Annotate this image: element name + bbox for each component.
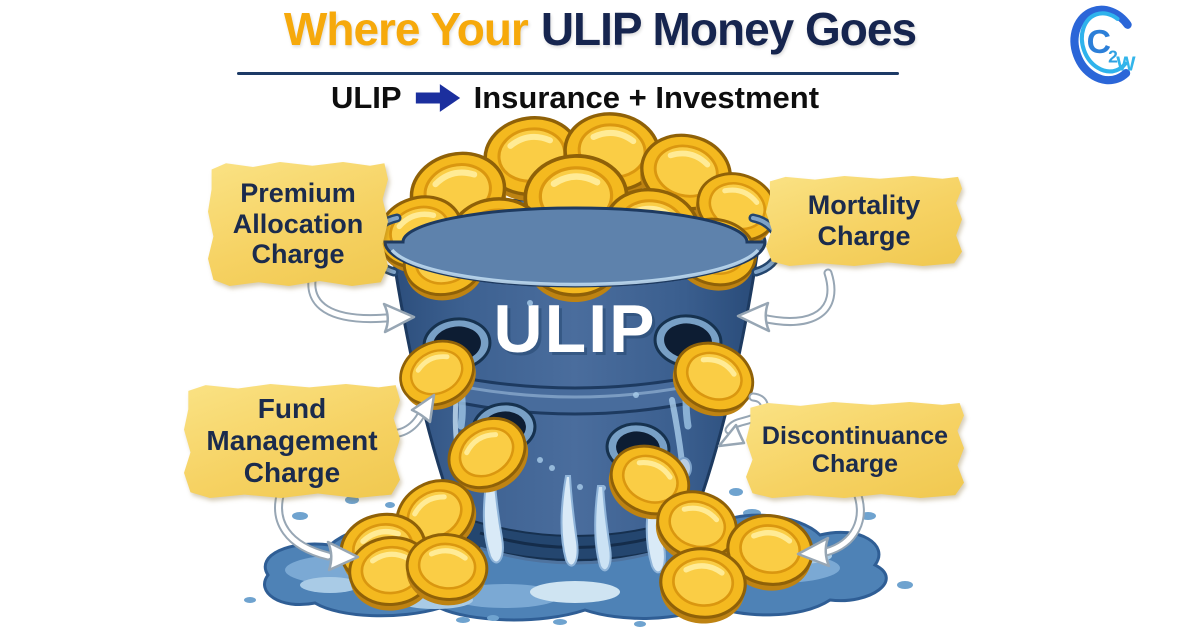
bucket-label: ULIP (494, 291, 657, 367)
c2w-logo-icon: C 2 W (1070, 5, 1140, 85)
arrow-right-icon (415, 84, 460, 112)
callout-mortality-charge: Mortality Charge (766, 176, 962, 266)
arrow-fund-to-puddle (274, 487, 360, 572)
subtitle-expansion: Insurance + Investment (473, 80, 820, 115)
callout-line: Discontinuance (761, 421, 949, 450)
callout-line: Charge (251, 239, 345, 270)
callout-line: Mortality (807, 190, 921, 221)
callout-premium-allocation-charge: Premium Allocation Charge (208, 162, 388, 286)
logo-letter-c: C (1087, 23, 1111, 61)
arrow-discontinuance-to-puddle (796, 485, 865, 568)
logo-letter-w: W (1116, 53, 1136, 76)
callout-line: Charge (243, 456, 341, 488)
callout-line: Fund (257, 393, 327, 425)
callout-line: Management (206, 425, 378, 457)
callout-line: Premium (240, 177, 356, 208)
arrow-mortality-to-bucket (736, 268, 836, 333)
callout-line: Allocation (232, 208, 364, 239)
subtitle-term: ULIP (330, 80, 402, 115)
bucket-label-shadow: ULIP (497, 294, 660, 370)
callout-fund-management-charge: Fund Management Charge (184, 384, 400, 498)
arrow-discontinuance-to-bucket (717, 392, 769, 448)
callout-discontinuance-charge: Discontinuance Charge (746, 402, 964, 498)
arrow-premium-to-bucket (307, 269, 416, 334)
callout-line: Charge (817, 221, 911, 251)
title-highlight: Where Your (283, 3, 529, 55)
subtitle: ULIP Insurance + Investment (0, 80, 1150, 116)
logo-digit-2: 2 (1108, 46, 1118, 66)
title-main-text: ULIP Money Goes (540, 3, 917, 55)
page-title: Where Your ULIP Money Goes (0, 2, 1200, 56)
title-divider (237, 72, 899, 75)
splash-drops-front (244, 581, 913, 627)
callout-line: Charge (811, 450, 899, 478)
c2w-logo: C 2 W (1062, 2, 1148, 88)
